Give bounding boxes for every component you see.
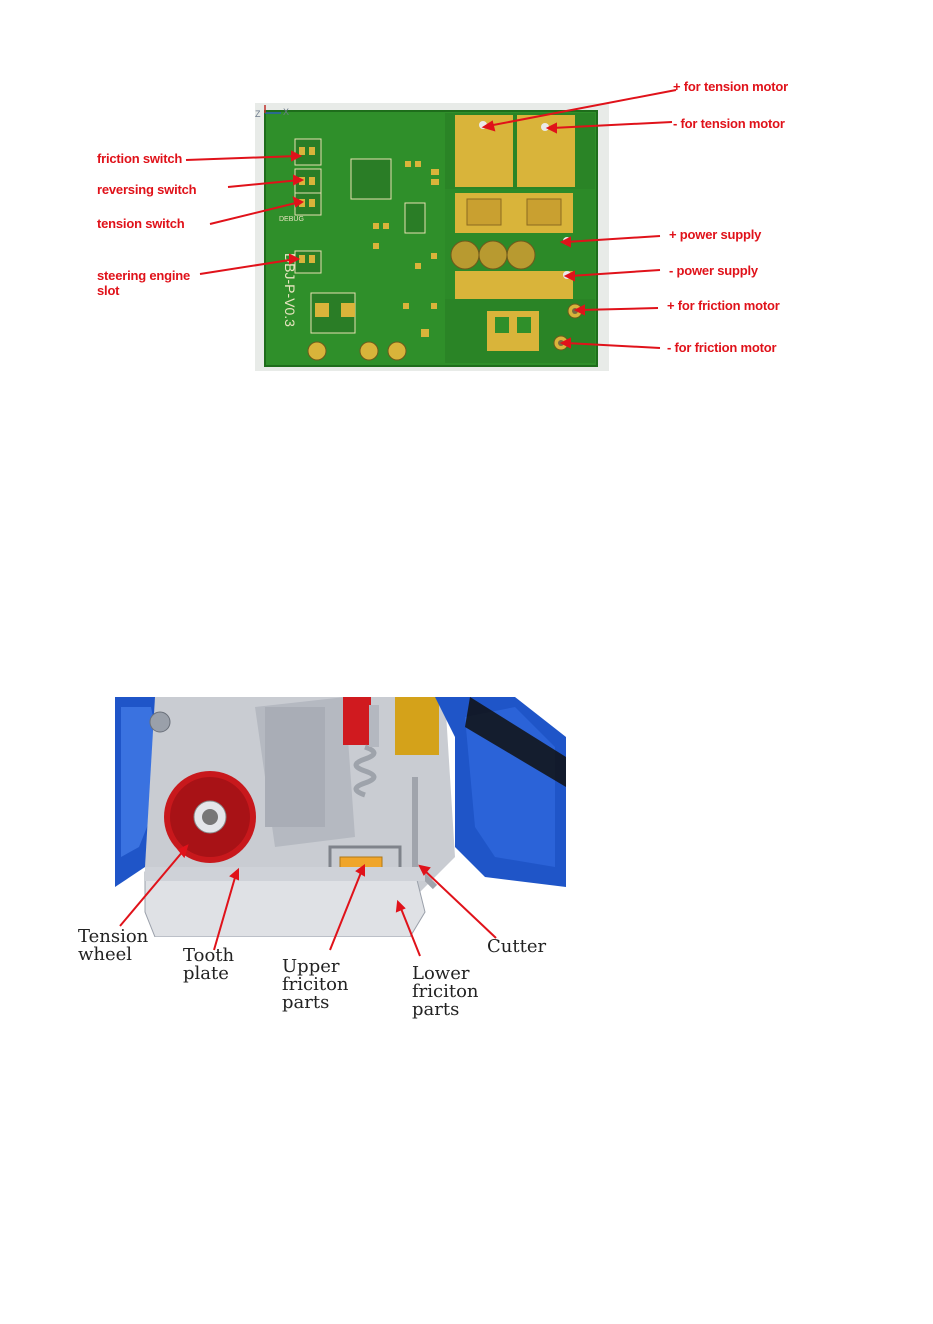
label-minus-tension-motor: - for tension motor xyxy=(673,116,785,131)
label-upper-friction-parts: Upper friciton parts xyxy=(282,958,349,1012)
label-lower-friction-parts: Lower friciton parts xyxy=(412,965,479,1019)
label-plus-power-supply: + power supply xyxy=(669,227,761,242)
label-reversing-switch: reversing switch xyxy=(97,182,196,197)
label-tooth-plate: Tooth plate xyxy=(183,947,234,983)
pcb-annotation-arrows xyxy=(0,0,933,400)
label-plus-tension-motor: + for tension motor xyxy=(673,79,788,94)
label-plus-friction-motor: + for friction motor xyxy=(667,298,780,313)
label-minus-friction-motor: - for friction motor xyxy=(667,340,776,355)
label-cutter: Cutter xyxy=(487,938,546,956)
label-tension-wheel: Tension wheel xyxy=(78,928,148,964)
label-steering-engine-slot: steering engine slot xyxy=(97,268,190,298)
label-minus-power-supply: - power supply xyxy=(669,263,758,278)
label-tension-switch: tension switch xyxy=(97,216,185,231)
label-friction-switch: friction switch xyxy=(97,151,182,166)
